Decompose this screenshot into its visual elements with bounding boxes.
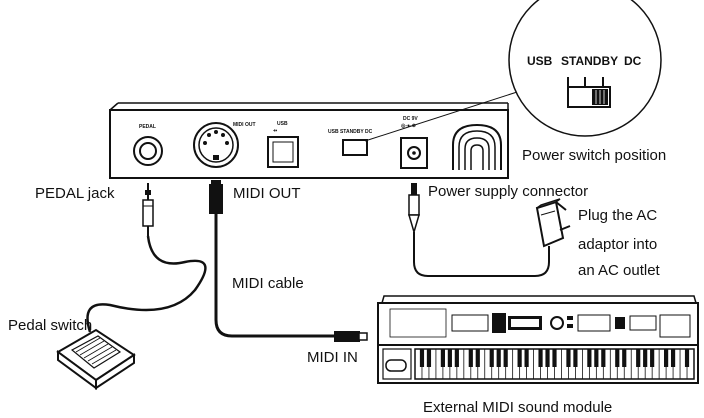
zoom-label-dc: DC bbox=[624, 54, 642, 68]
label-midi-cable: MIDI cable bbox=[232, 275, 304, 292]
black-key bbox=[447, 349, 452, 367]
black-key bbox=[426, 349, 432, 367]
black-key bbox=[670, 349, 676, 367]
external-midi-module bbox=[377, 295, 699, 384]
label-external-module: External MIDI sound module bbox=[423, 399, 612, 416]
panel-label-pedal: PEDAL bbox=[139, 124, 156, 130]
ac-adaptor bbox=[535, 198, 571, 248]
panel-label-usb: USB bbox=[277, 121, 288, 127]
black-key bbox=[503, 349, 508, 367]
pedal-plug bbox=[142, 183, 154, 236]
black-key bbox=[475, 349, 480, 367]
black-key bbox=[468, 349, 473, 367]
black-key bbox=[545, 349, 550, 367]
pedal-cable bbox=[86, 235, 207, 333]
label-plug-line1: Plug the AC bbox=[578, 207, 657, 224]
svg-text:◎-●-⊕: ◎-●-⊕ bbox=[401, 123, 416, 129]
label-plug-line3: an AC outlet bbox=[578, 262, 661, 279]
black-key bbox=[636, 349, 641, 367]
rear-panel bbox=[109, 102, 509, 179]
midi-out-plug bbox=[209, 180, 223, 224]
pedal-switch bbox=[56, 328, 136, 390]
label-plug-line2: adaptor into bbox=[578, 236, 657, 253]
black-key bbox=[454, 349, 459, 367]
black-key bbox=[517, 349, 522, 367]
dc-jack-port: DC 9V ◎-●-⊕ bbox=[400, 116, 428, 169]
midi-cable bbox=[214, 224, 334, 338]
panel-label-dc9v: DC 9V bbox=[403, 116, 418, 122]
black-key bbox=[496, 349, 501, 367]
black-key bbox=[601, 349, 606, 367]
panel-power-switch: USB STANDBY DC bbox=[328, 129, 373, 156]
zoom-leader-line bbox=[364, 82, 546, 142]
black-key bbox=[664, 349, 669, 367]
black-key bbox=[615, 349, 620, 367]
black-key bbox=[684, 349, 690, 367]
label-power-switch-position: Power switch position bbox=[522, 147, 666, 164]
black-key bbox=[440, 349, 445, 367]
black-key bbox=[489, 349, 494, 367]
black-key bbox=[566, 349, 571, 367]
black-key bbox=[650, 349, 655, 367]
power-switch-zoom: USB STANDBY DC bbox=[508, 0, 662, 137]
pedal-jack-port: PEDAL bbox=[133, 124, 163, 166]
black-key bbox=[538, 349, 543, 367]
black-key bbox=[524, 349, 529, 367]
label-midi-out: MIDI OUT bbox=[233, 185, 301, 202]
black-key bbox=[594, 349, 599, 367]
cable-hook bbox=[452, 123, 502, 170]
panel-label-midi-out: MIDI OUT bbox=[233, 122, 256, 128]
dc-plug bbox=[407, 183, 421, 235]
label-midi-in: MIDI IN bbox=[307, 349, 358, 366]
black-key bbox=[587, 349, 592, 367]
midi-out-port: MIDI OUT bbox=[193, 122, 256, 168]
keyboard-outline bbox=[414, 348, 695, 380]
panel-label-switch: USB STANDBY DC bbox=[328, 129, 373, 135]
label-pedal-jack: PEDAL jack bbox=[35, 185, 115, 202]
usb-port: USB ⇸ bbox=[267, 121, 299, 168]
black-key bbox=[622, 349, 627, 367]
black-key bbox=[573, 349, 578, 367]
black-key bbox=[419, 349, 425, 367]
zoom-label-usb: USB bbox=[527, 54, 553, 68]
keyboard-keys bbox=[414, 348, 695, 380]
black-key bbox=[643, 349, 648, 367]
label-power-supply-connector: Power supply connector bbox=[428, 183, 588, 200]
label-pedal-switch: Pedal switch bbox=[8, 317, 92, 334]
power-cable bbox=[413, 232, 550, 277]
zoom-label-standby: STANDBY bbox=[561, 54, 618, 68]
usb-symbol-icon: ⇸ bbox=[273, 128, 278, 134]
black-key bbox=[552, 349, 557, 367]
midi-in-plug bbox=[334, 331, 368, 342]
